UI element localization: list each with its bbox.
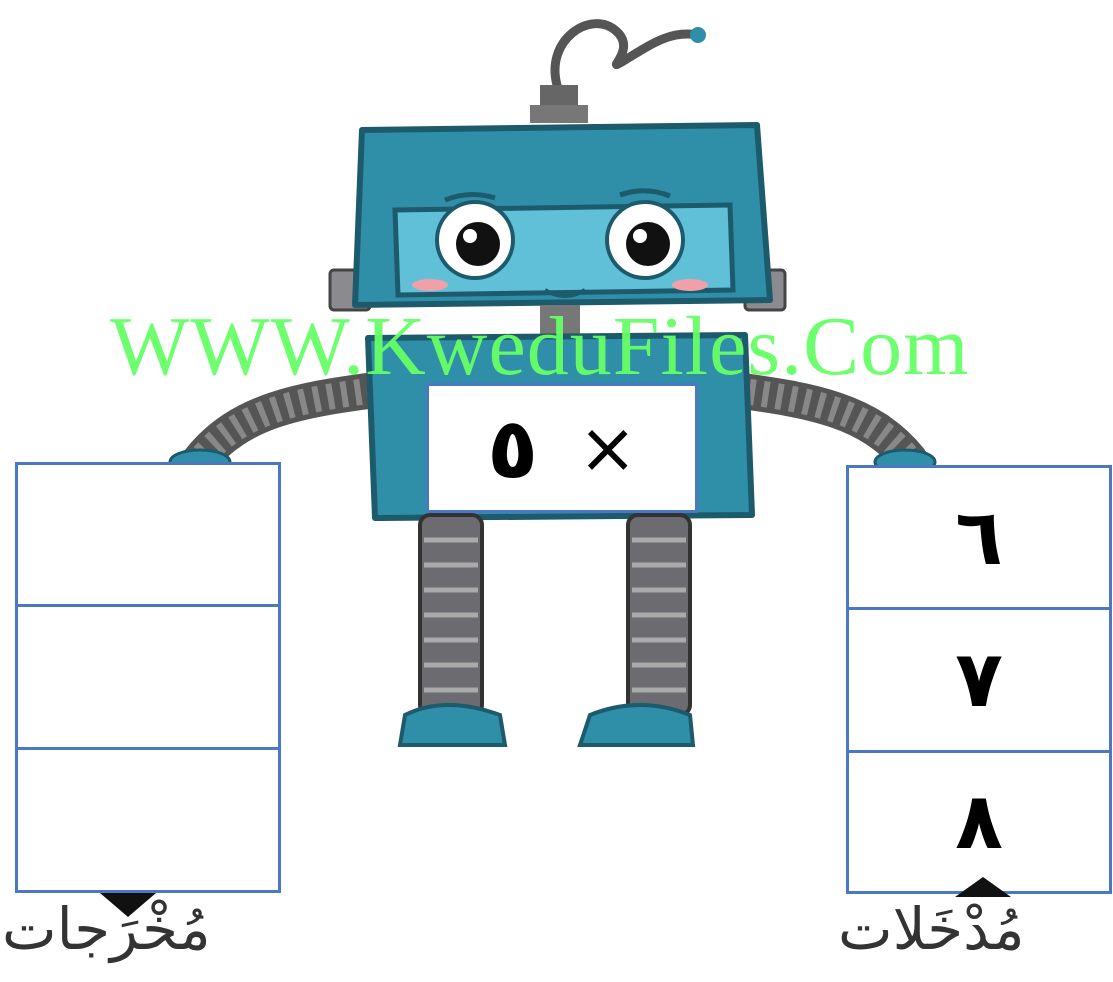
output-cell-3[interactable] xyxy=(15,747,281,893)
watermark-text: WWW.KweduFiles.Com xyxy=(110,300,970,393)
operation-number: ٥ xyxy=(487,399,539,497)
input-cell-1: ٦ xyxy=(846,465,1112,610)
inputs-label: مُدْخَلات xyxy=(838,895,1025,963)
input-arrow-icon xyxy=(955,877,1011,897)
output-cell-2[interactable] xyxy=(15,604,281,750)
outputs-label: مُخْرَجات xyxy=(2,895,211,963)
output-cell-1[interactable] xyxy=(15,462,281,607)
output-arrow-icon xyxy=(100,893,156,917)
input-cell-3: ٨ xyxy=(846,750,1112,894)
operation-box: ٥ × xyxy=(426,383,698,513)
operation-symbol: × xyxy=(578,407,637,489)
input-cell-2: ٧ xyxy=(846,607,1112,753)
